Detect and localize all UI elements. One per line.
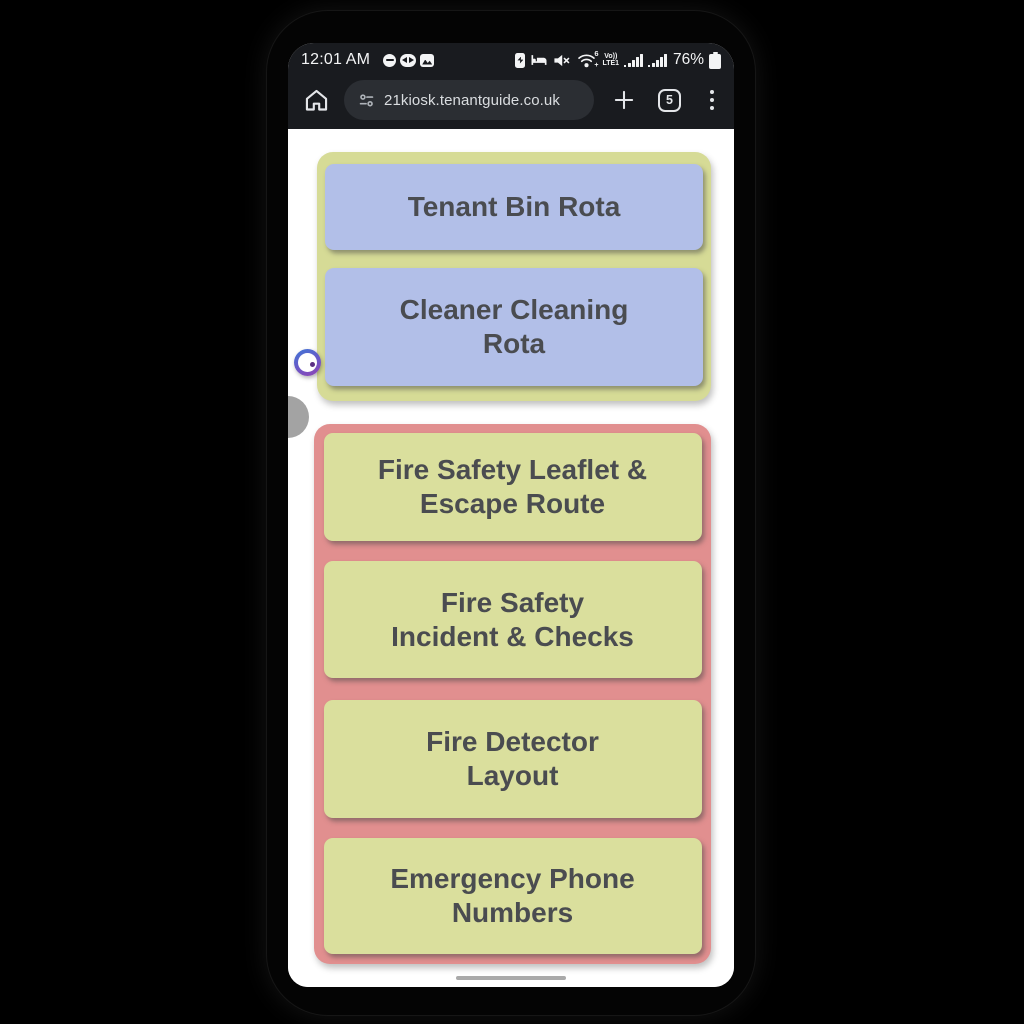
battery-icon — [709, 51, 721, 69]
wifi-plus-label: + — [594, 62, 599, 69]
home-button[interactable] — [303, 87, 330, 114]
status-bar-left: 12:01 AM — [301, 51, 435, 69]
status-bar: 12:01 AM — [288, 43, 734, 77]
url-bar[interactable]: 21kiosk.tenantguide.co.uk — [344, 80, 594, 120]
floating-assistant-widget[interactable] — [294, 349, 321, 376]
cleaner-cleaning-rota-button[interactable]: Cleaner Cleaning Rota — [325, 268, 703, 386]
sound-muted-icon — [553, 53, 570, 68]
edge-panel-handle[interactable] — [288, 396, 309, 438]
volte-line1: Vo)) — [604, 53, 618, 60]
gesture-navigation-bar[interactable] — [456, 976, 566, 980]
volte-line2: LTE1 — [602, 60, 620, 67]
browser-chrome: 12:01 AM — [288, 43, 734, 129]
fire-safety-button-group: Fire Safety Leaflet & Escape Route Fire … — [314, 424, 711, 964]
signal-bars-sim2 — [648, 53, 667, 67]
phone-screen: 12:01 AM — [288, 43, 734, 987]
emergency-phone-numbers-button[interactable]: Emergency Phone Numbers — [323, 838, 702, 954]
wifi-generation-label: 6 — [594, 49, 599, 58]
new-tab-button[interactable] — [611, 87, 637, 113]
battery-percent: 76% — [672, 51, 704, 68]
status-bar-right: 6 + Vo)) LTE1 76% — [510, 49, 721, 69]
web-page-content: Tenant Bin Rota Cleaner Cleaning Rota Fi… — [288, 129, 734, 987]
url-text: 21kiosk.tenantguide.co.uk — [384, 91, 560, 109]
browser-toolbar: 21kiosk.tenantguide.co.uk 5 — [288, 77, 734, 129]
bedtime-icon — [530, 53, 548, 67]
fire-safety-leaflet-button[interactable]: Fire Safety Leaflet & Escape Route — [323, 433, 702, 541]
phone-frame: 12:01 AM — [266, 10, 756, 1016]
tab-count: 5 — [666, 93, 673, 107]
status-time: 12:01 AM — [301, 51, 371, 68]
tenant-bin-rota-button[interactable]: Tenant Bin Rota — [325, 164, 703, 250]
signal-bars-sim1 — [624, 53, 644, 67]
fire-safety-incident-button[interactable]: Fire Safety Incident & Checks — [323, 561, 702, 678]
rota-button-group: Tenant Bin Rota Cleaner Cleaning Rota — [317, 152, 711, 401]
do-not-disturb-icon — [383, 53, 397, 67]
tab-switcher-button[interactable]: 5 — [658, 88, 681, 112]
fire-detector-layout-button[interactable]: Fire Detector Layout — [323, 700, 702, 818]
power-saving-icon — [515, 52, 526, 68]
volte-indicator: Vo)) LTE1 — [602, 53, 619, 67]
menu-button[interactable] — [703, 89, 721, 112]
site-settings-icon — [359, 93, 374, 106]
wifi-icon: 6 + — [575, 49, 599, 69]
data-saver-icon — [400, 53, 417, 67]
screenshot-icon — [420, 53, 435, 67]
